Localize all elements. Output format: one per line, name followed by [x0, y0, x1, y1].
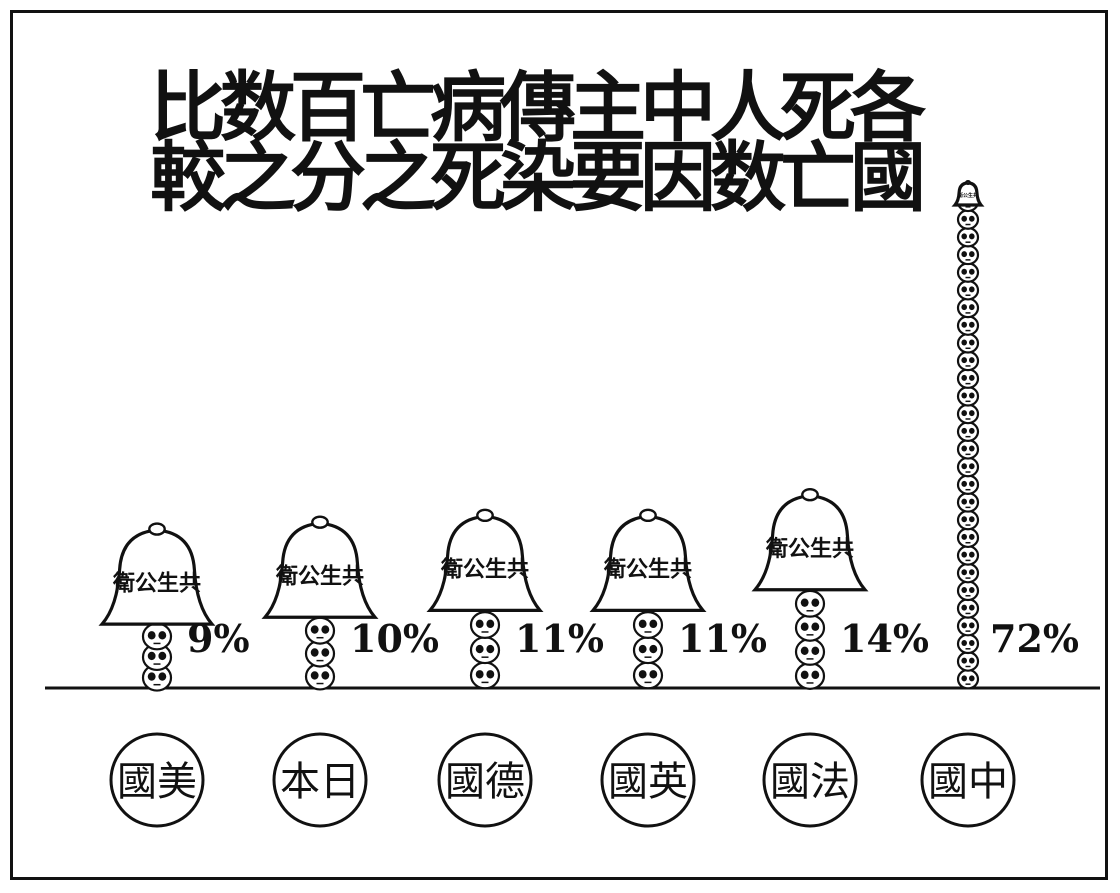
bar-國德: 衛公生共: [426, 508, 544, 690]
category-circle-國法: [762, 732, 858, 828]
category-label-國法: 國法: [770, 759, 850, 805]
chart-title-line-2: 較之分之死染要因数亡國: [150, 133, 926, 222]
value-label-國中: 72%: [990, 616, 1079, 661]
value-label-本日: 10%: [350, 616, 439, 661]
bar-本日: 衛公生共: [261, 515, 379, 691]
bell-label: 衛公生共: [112, 570, 201, 596]
category-circle-國中: [920, 732, 1016, 828]
category-label-國德: 國德: [445, 759, 525, 805]
category-circle-國英: [600, 732, 696, 828]
bar-國法: 衛公生共: [751, 488, 869, 690]
category-label-國英: 國英: [608, 759, 688, 805]
bell-label: 衛公生共: [275, 564, 364, 590]
bar-國美: 衛公生共: [98, 522, 216, 692]
value-label-國法: 14%: [840, 616, 929, 661]
category-circle-國美: [109, 732, 205, 828]
value-label-國英: 11%: [678, 616, 767, 661]
value-label-國德: 11%: [515, 616, 604, 661]
bell-label: 衛公生共: [765, 536, 854, 562]
bell-label: 衛公生共: [603, 557, 692, 583]
category-circle-本日: [272, 732, 368, 828]
bell-label: 衛公生共: [957, 192, 978, 199]
bar-國中: 衛公生共: [951, 180, 985, 690]
chart-frame: [10, 10, 1108, 880]
category-label-國美: 國美: [117, 759, 197, 805]
bell-label: 衛公生共: [440, 557, 529, 583]
chart-title-line-1: 比数百亡病傳主中人死各: [150, 63, 926, 152]
category-label-國中: 國中: [928, 759, 1008, 805]
value-label-國美: 9%: [187, 616, 250, 661]
category-label-本日: 本日: [280, 759, 360, 805]
bar-國英: 衛公生共: [589, 508, 707, 690]
category-circle-國德: [437, 732, 533, 828]
